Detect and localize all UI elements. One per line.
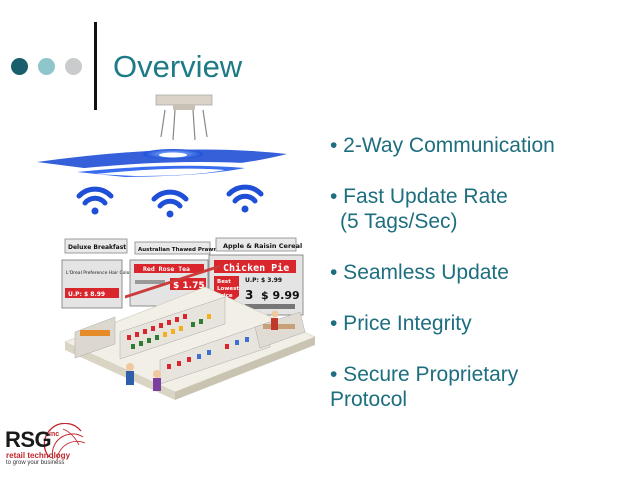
feature-item: • Secure Proprietary Protocol: [330, 362, 630, 412]
logo-slogan: to grow your business: [6, 460, 65, 466]
price-tag: L'Oreal Preference Hair Color U.P: $ 8.9…: [61, 259, 131, 309]
feature-subtext: (5 Tags/Sec): [340, 210, 458, 233]
signal-waves-icon: [37, 149, 287, 178]
feature-text: • Seamless Update: [330, 261, 509, 284]
feature-list: • 2-Way Communication • Fast Update Rate…: [330, 133, 630, 438]
logo-inc: inc: [49, 431, 60, 438]
feature-item: • Fast Update Rate (5 Tags/Sec): [330, 184, 630, 234]
logo-tagline: retail technology: [6, 451, 71, 460]
feature-text: • Secure Proprietary: [330, 363, 519, 386]
logo-text: RSG: [5, 427, 52, 452]
svg-text:Apple & Raisin Cereal: Apple & Raisin Cereal: [223, 242, 302, 250]
access-point-icon: [155, 94, 213, 141]
globe-logo-icon: [43, 423, 86, 462]
svg-text:Best: Best: [217, 279, 231, 285]
feature-item: • Price Integrity: [330, 311, 630, 336]
dot-light: [38, 58, 55, 75]
svg-text:Australian Thawed Prawns: Australian Thawed Prawns: [138, 247, 221, 253]
svg-text:Deluxe Breakfast: Deluxe Breakfast: [68, 244, 126, 251]
shelf-tag: Australian Thawed Prawns: [134, 241, 221, 255]
decorative-dots: [11, 58, 82, 75]
svg-text:Lowest: Lowest: [217, 286, 239, 292]
store-shelves: [74, 264, 306, 385]
slide-title: Overview: [113, 49, 243, 84]
svg-text:$ 1.75: $ 1.75: [173, 281, 205, 291]
shelf-tag: Deluxe Breakfast: [64, 238, 128, 254]
svg-text:Red Rose Tea: Red Rose Tea: [143, 265, 190, 273]
feature-item: • Seamless Update: [330, 260, 630, 285]
svg-text:L'Oreal Preference Hair Color: L'Oreal Preference Hair Color: [66, 270, 131, 276]
wifi-icon: [151, 189, 189, 218]
feature-text: • 2-Way Communication: [330, 134, 555, 157]
svg-text:U.P: $ 8.99: U.P: $ 8.99: [68, 291, 105, 298]
svg-text:$ 9.99: $ 9.99: [261, 289, 300, 302]
feature-text: • Price Integrity: [330, 312, 472, 335]
feature-text: • Fast Update Rate: [330, 185, 508, 208]
shoppers: [126, 310, 279, 391]
wifi-icon: [226, 184, 264, 213]
feature-item: • 2-Way Communication: [330, 133, 630, 158]
dot-gray: [65, 58, 82, 75]
company-logo: RSG inc retail technology to grow your b…: [5, 423, 90, 471]
wifi-icon: [76, 186, 114, 215]
store-illustration: Deluxe Breakfast Australian Thawed Prawn…: [37, 94, 316, 400]
svg-text:U.P: $ 3.99: U.P: $ 3.99: [245, 277, 282, 284]
dot-dark: [11, 58, 28, 75]
title-divider: [94, 22, 97, 110]
feature-subtext: Protocol: [330, 388, 408, 411]
svg-text:3: 3: [245, 288, 253, 302]
shelf-tag: Apple & Raisin Cereal: [215, 237, 302, 252]
svg-text:Chicken Pie: Chicken Pie: [223, 262, 289, 274]
